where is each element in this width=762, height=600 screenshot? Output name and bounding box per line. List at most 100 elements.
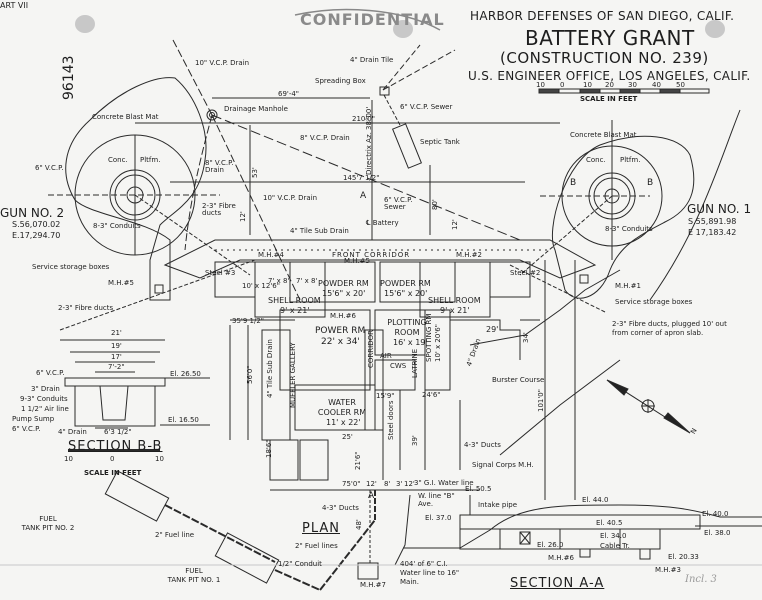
sbb-scale-label: SCALE IN FEET (84, 469, 142, 477)
label-6vcp-left: 6" V.C.P. (35, 164, 64, 172)
room-name: PLOTTING ROOM (387, 318, 427, 337)
dimension: 75'0" (342, 480, 361, 488)
label-front-corridor: FRONT CORRIDOR (332, 251, 411, 259)
dimension: 12' (451, 219, 459, 230)
label-w-line: W. line "B" Ave. (418, 492, 455, 509)
plan-title: PLAN (302, 521, 340, 536)
label-conduits-right: 8-3" Conduits (605, 225, 653, 233)
room-name: WATER COOLER RM (317, 398, 367, 417)
dimension: 48' (355, 519, 363, 530)
room-name: AIR (380, 352, 392, 360)
label-pltfm-right: Pltfm. (620, 156, 641, 164)
sbb-label: 6" V.C.P. (36, 369, 65, 377)
saa-elevation: El. 50.5 (465, 485, 492, 493)
label-fibre-ducts-right: 2-3" Fibre ducts, plugged 10' out from c… (612, 320, 727, 338)
label-4-3-ducts-bottom: 4-3" Ducts (322, 504, 359, 512)
gun1-easting: E 17,183.42 (688, 228, 737, 237)
label-battery-centerline: ℄ Battery (366, 219, 399, 227)
title-line-1: HARBOR DEFENSES OF SAN DIEGO, CALIF. (470, 9, 735, 23)
label-conc-right: Conc. (586, 156, 606, 164)
sbb-label: 1 1/2" Air line (21, 405, 69, 413)
saa-elevation: El. 38.0 (704, 529, 731, 537)
scale-label: SCALE IN FEET (580, 95, 638, 103)
label-spreading-box: Spreading Box (315, 77, 366, 85)
label-water-line-404: 404' of 6" C.I. Water line to 16" Main. (400, 560, 460, 587)
sbb-label: 6" V.C.P. (12, 425, 41, 433)
section-b-marker-right: B (647, 178, 654, 188)
label-drainage-manhole: Drainage Manhole (224, 105, 288, 113)
label-6vcp-sewer: 6" V.C.P. Sewer (400, 103, 453, 111)
engineer-office: U.S. ENGINEER OFFICE, LOS ANGELES, CALIF… (468, 69, 751, 83)
sbb-label: 9-3" Conduits (20, 395, 68, 403)
saa-elevation: El. 20.33 (668, 553, 699, 561)
gun1-name: GUN NO. 1 (687, 202, 752, 216)
room-size: 9' x 21' (440, 306, 470, 315)
label-fibre-ducts-left: 2-3" Fibre ducts (58, 304, 114, 312)
sbb-scale-tick: 10 (64, 455, 73, 463)
room-name: LATRINE (411, 348, 419, 378)
label-septic-tank: Septic Tank (420, 138, 460, 146)
room-size: 22' x 34' (321, 337, 360, 347)
dimension: 12' (239, 211, 247, 222)
label-fuel-lines: 2" Fuel lines (295, 542, 338, 550)
dimension: 39' (411, 435, 419, 446)
section-b-marker-left: B (570, 178, 577, 188)
front-corridor (163, 239, 597, 279)
steel-room: Steel #3 (205, 269, 236, 277)
label-fuel-line: 2" Fuel line (155, 531, 195, 539)
dimension: 21'6" (354, 451, 362, 470)
room-name: CWS (390, 362, 407, 370)
gun1-northing: S.55,891.98 (688, 217, 737, 226)
dimension: 8' (384, 480, 391, 488)
dimension: 29' (486, 325, 499, 334)
plan-manhole: M.H.#2 (456, 251, 482, 259)
label-service-boxes-right: Service storage boxes (615, 298, 693, 306)
section-bb-title: SECTION B-B (68, 439, 163, 454)
label-mh5: M.H.#5 (108, 279, 134, 287)
drawing-title: BATTERY GRANT (525, 26, 695, 50)
sbb-dim: 7'-2" (108, 363, 125, 371)
saa-elevation: El. 34.0 (600, 532, 627, 540)
label-8vcp-drain-vert: 8" V.C.P. Drain (205, 159, 234, 174)
plan-manhole: M.H.#4 (258, 251, 284, 259)
saa-label: M.H.#3 (655, 566, 681, 574)
dimension: 12' (404, 480, 415, 488)
blast-mat-right-outline (551, 135, 695, 299)
label-fuel-pit-2: FUEL TANK PIT NO. 2 (21, 515, 75, 533)
saa-elevation: El. 26.0 (537, 541, 564, 549)
small-room-size: 10' x 12'6" (242, 282, 280, 290)
label-steel-doors: Steel doors (387, 400, 395, 440)
scale-tick: 10 (583, 81, 592, 89)
registration-dot (75, 15, 95, 33)
confidential-stamp: CONFIDENTIAL (300, 10, 445, 29)
sheet-number: 96143 (61, 55, 77, 100)
dimension: 80' (431, 199, 439, 210)
label-pltfm-left: Pltfm. (140, 156, 161, 164)
small-room-size: 7' x 8' (268, 277, 290, 285)
section-a-marker-bottom: A (368, 491, 375, 501)
dimension: 25' (342, 433, 353, 441)
small-room-size: 7' x 8' (296, 277, 318, 285)
room-size: 15'6" x 20' (384, 289, 428, 298)
room-size: 15'6" x 20' (322, 289, 366, 298)
sbb-dim: 21' (111, 329, 122, 337)
part-label: ART VII (0, 1, 29, 10)
label-6vcp-sewer-mid: 6" V.C.P. Sewer (384, 196, 413, 211)
plan-manhole: M.H.#5 (344, 257, 370, 265)
scale-tick: 10 (536, 81, 545, 89)
plan-manhole: M.H.#6 (330, 312, 356, 320)
gun2-name: GUN NO. 2 (0, 206, 65, 220)
section-aa-title: SECTION A-A (510, 576, 605, 591)
label-fibre-ducts-top: 2-3" Fibre ducts (202, 202, 236, 217)
section-aa-ground (403, 504, 762, 549)
room-size: 16' x 19' (393, 338, 428, 347)
room-size: 11' x 22' (326, 418, 361, 427)
dimension: 18'6" (265, 439, 273, 458)
label-blast-mat-right: Concrete Blast Mat (570, 131, 637, 139)
dimension: 145'7 1/2" (343, 174, 380, 182)
saa-elevation: El. 37.0 (425, 514, 452, 522)
dimension: 35'9 1/2" (232, 317, 264, 325)
sbb-dim: 17' (111, 353, 122, 361)
label-tile-sub-drain-vert: 4" Tile Sub Drain (266, 339, 274, 398)
